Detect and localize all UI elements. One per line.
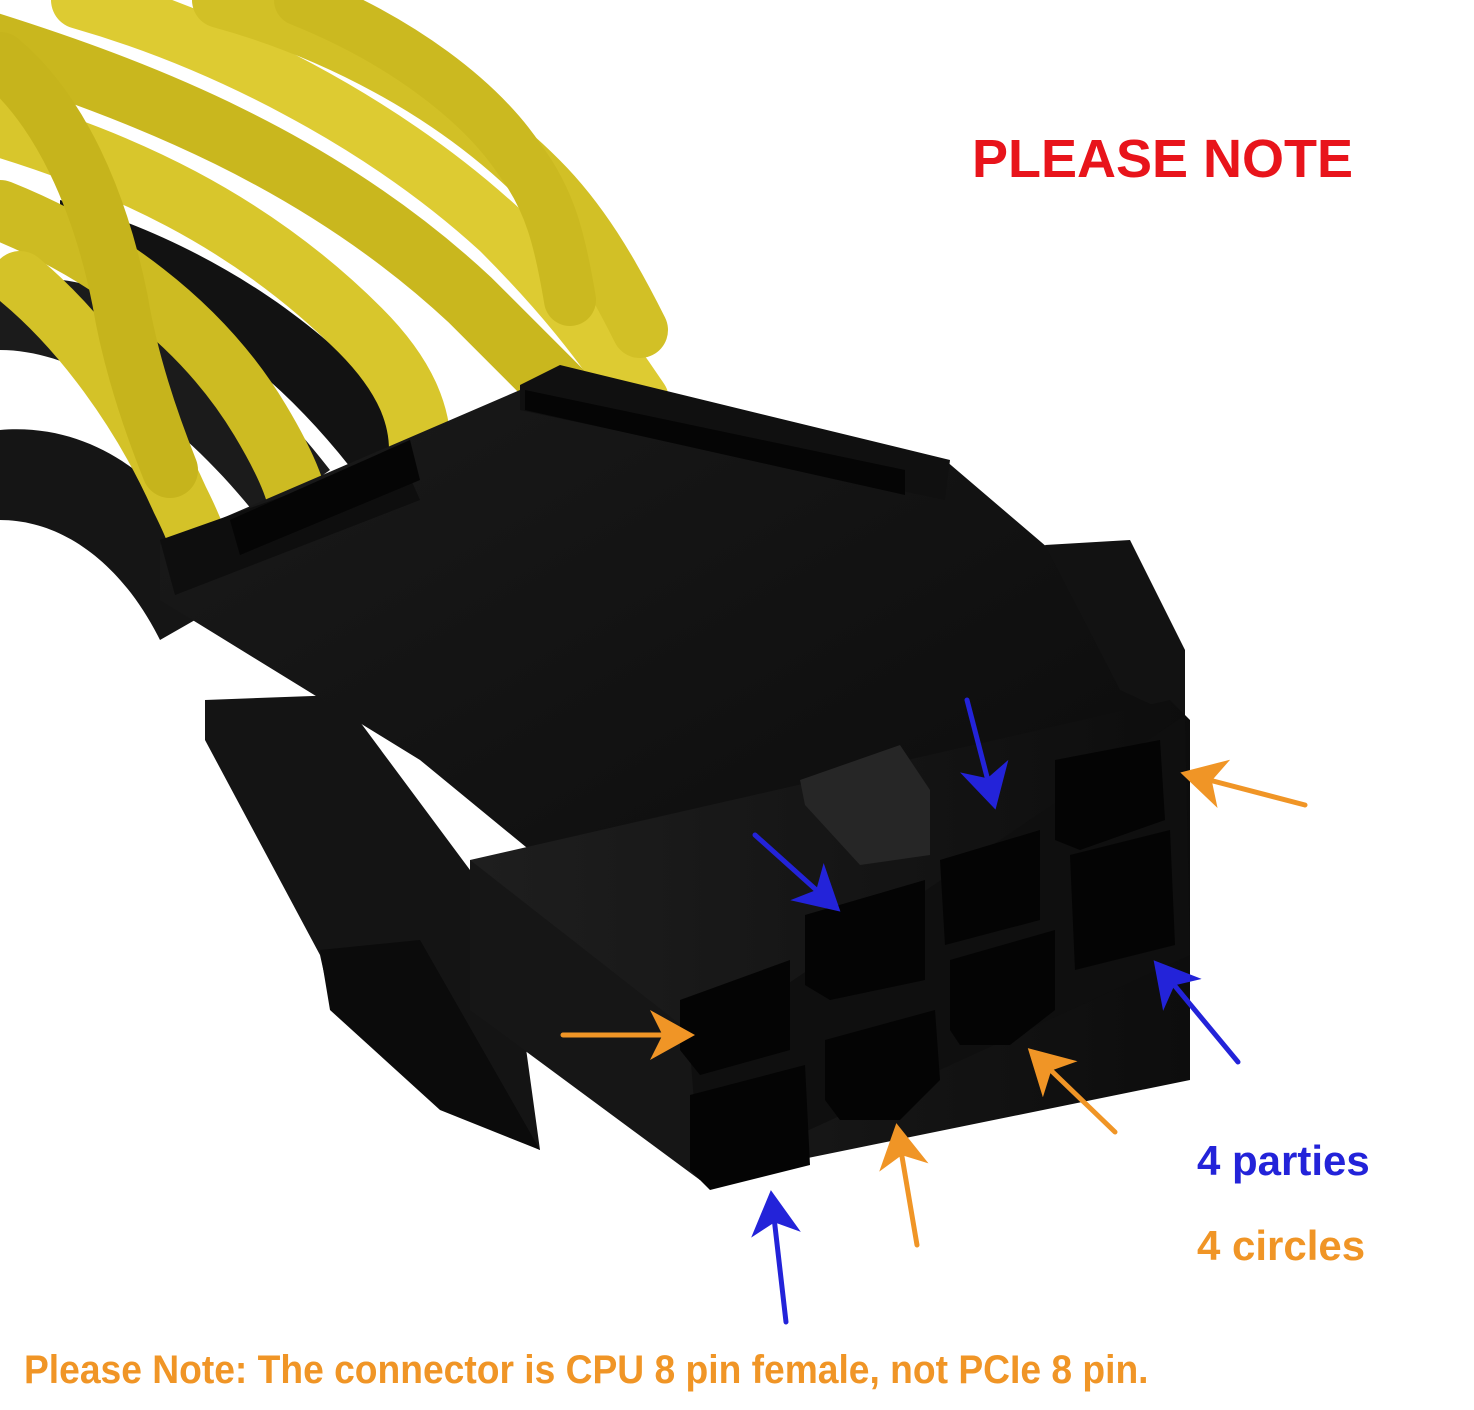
- orange-arrow-1: [1180, 759, 1308, 809]
- blue-arrow-3: [1153, 960, 1241, 1065]
- orange-arrows: [560, 759, 1308, 1248]
- please-note-title: PLEASE NOTE: [972, 129, 1354, 189]
- blue-arrows: [751, 697, 1241, 1325]
- legend-blue-label: 4 parties: [1197, 1137, 1370, 1184]
- blue-arrow-4: [751, 1190, 801, 1325]
- footer-note: Please Note: The connector is CPU 8 pin …: [24, 1348, 1149, 1392]
- yellow-wires: [0, 0, 669, 604]
- legend-orange-label: 4 circles: [1197, 1222, 1366, 1269]
- blue-arrow-1: [752, 832, 841, 912]
- connector-body: [160, 365, 1190, 1190]
- orange-arrow-4: [879, 1123, 929, 1248]
- orange-arrow-3: [1027, 1048, 1118, 1135]
- blue-arrow-2: [959, 697, 1009, 810]
